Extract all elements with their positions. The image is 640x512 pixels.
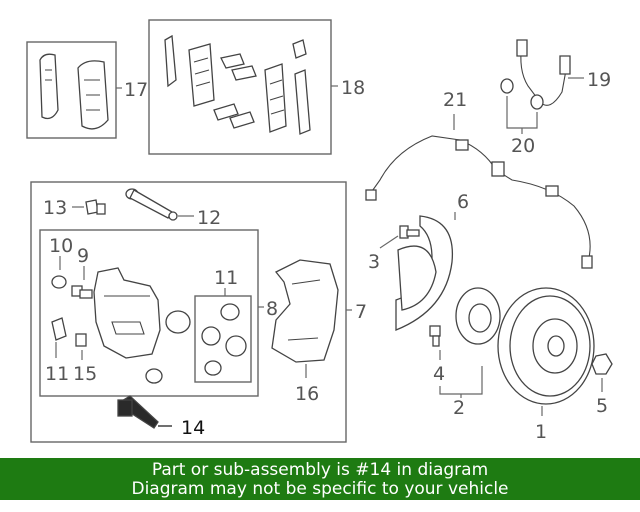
part-6-dust-shield[interactable] [395,212,456,331]
caliper-body[interactable] [93,267,161,359]
part-9-bleeder[interactable] [71,266,93,299]
callout-20: 20 [511,135,535,157]
callout-10: 10 [49,235,73,257]
part-19-brake-hose[interactable] [516,39,584,106]
callout-12: 12 [197,207,221,229]
part-20-washers[interactable] [500,78,544,134]
callout-11-clip: 11 [45,363,69,385]
exploded-brake-diagram: 17 18 19 20 21 [26,19,613,443]
part-15-bolt[interactable] [75,333,87,360]
caliper-piston[interactable] [165,310,191,334]
part-4-wheel-stud[interactable] [429,325,441,360]
callout-11-kit: 11 [214,267,238,289]
callout-6: 6 [457,191,469,213]
part-11-clip[interactable] [51,317,67,358]
callout-9: 9 [77,245,89,267]
part-14-bolt[interactable] [117,395,172,429]
part-17-brake-pads[interactable] [26,41,122,139]
callout-4: 4 [433,363,445,385]
part-13-bleeder-screw[interactable] [72,199,106,215]
callout-3: 3 [368,251,380,273]
part-11-seal-kit[interactable] [194,288,252,383]
part-21-abs-sensor[interactable] [365,114,593,269]
caliper-piston-small[interactable] [145,368,163,384]
callout-5: 5 [596,395,608,417]
info-banner: Part or sub-assembly is #14 in diagram D… [0,458,640,500]
banner-line-2: Diagram may not be specific to your vehi… [131,479,509,499]
callout-1: 1 [535,421,547,443]
callout-14: 14 [181,417,205,439]
callout-7: 7 [355,301,367,323]
callout-8: 8 [266,298,278,320]
callout-16: 16 [295,383,319,405]
caliper-box [39,229,264,397]
part-10-dust-cap[interactable] [51,256,67,289]
part-1-brake-rotor[interactable] [497,287,595,416]
part-18-hardware-kit[interactable] [148,19,338,155]
callout-21: 21 [443,89,467,111]
banner-line-1: Part or sub-assembly is #14 in diagram [151,460,489,480]
callout-19: 19 [587,69,611,91]
callout-2: 2 [453,397,465,419]
part-3-bolt[interactable] [379,225,420,249]
callout-17: 17 [124,79,148,101]
part-12-guide-pin[interactable] [125,188,194,221]
callout-15: 15 [73,363,97,385]
caliper-assembly-box [30,181,352,443]
callout-13: 13 [43,197,67,219]
part-5-hub-nut[interactable] [591,353,613,392]
callout-18: 18 [341,77,365,99]
part-2-hub[interactable] [439,287,501,398]
part-16-caliper-bracket[interactable] [271,259,339,378]
